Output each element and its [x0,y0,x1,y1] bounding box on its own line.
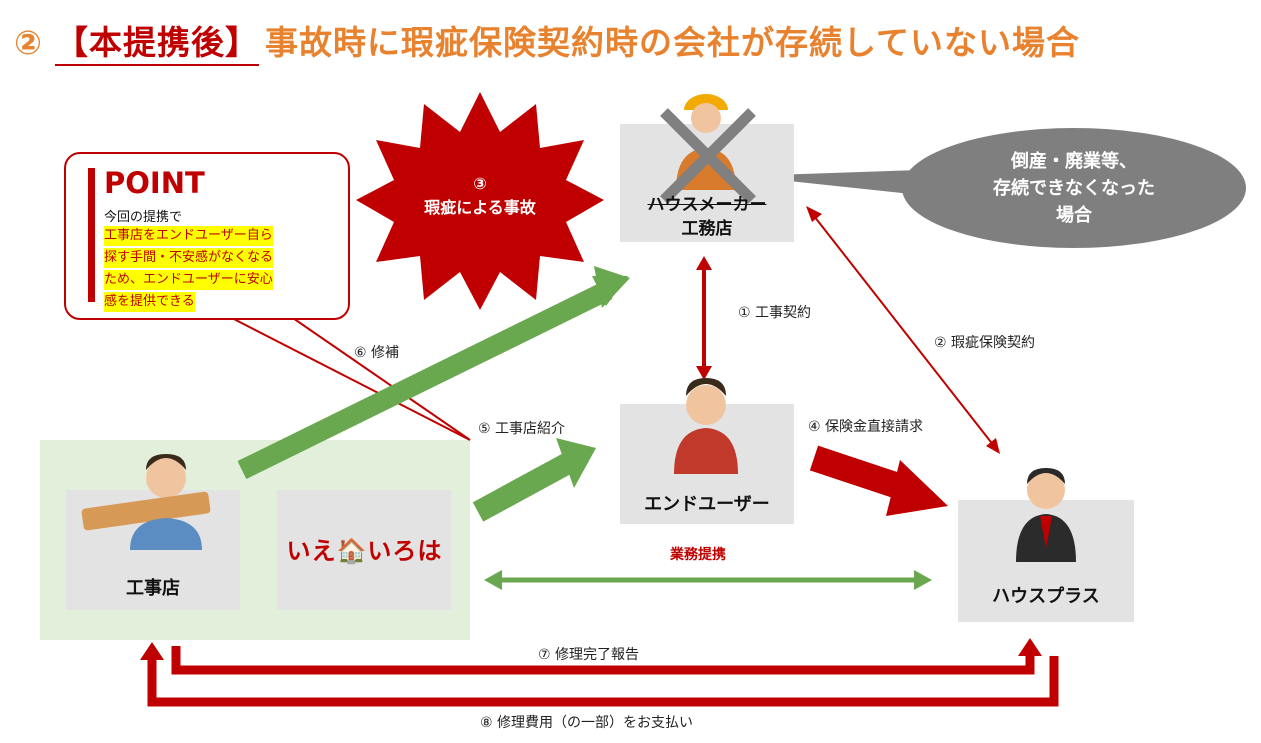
end-user-avatar [674,378,738,474]
house-plus-label: ハウスプラス [992,586,1100,607]
point-line-2: 探す手間・不安感がなくなる [104,248,274,268]
step-4-label: ④ 保険金直接請求 [808,419,924,435]
step-8-label: ⑧ 修理費用（の一部）をお支払い [480,715,694,731]
point-line-3: ため、エンドユーザーに安心 [104,270,273,290]
title-highlight: 【本提携後】 [54,23,259,66]
point-accent-bar [88,168,95,302]
accident-number: ③ [473,174,487,193]
insurance-contract-arrow [813,215,995,447]
step-1-label: ① 工事契約 [738,305,812,321]
contractor-label: 工事店 [126,578,180,599]
page-title: ② 【本提携後】事故時に瑕疵保険契約時の会社が存続していない場合 [14,16,1080,66]
point-intro: 今回の提携で [104,210,183,225]
step-6-label: ⑥ 修補 [354,345,400,361]
title-number: ② [14,23,43,62]
bubble-line-1: 倒産・廃業等、 [1011,151,1137,172]
accident-text: 瑕疵による事故 [424,198,536,217]
point-heading: POINT [104,166,205,200]
step-2-label: ② 瑕疵保険契約 [934,335,1036,351]
house-maker-label: 工務店 [681,219,733,239]
step-7-label: ⑦ 修理完了報告 [538,647,640,663]
contractor-avatar [81,454,211,550]
point-line-4: 感を提供できる [104,292,195,312]
status-bubble [902,128,1246,248]
step-5-label: ⑤ 工事店紹介 [478,421,566,437]
accident-label: ③ 瑕疵による事故 [400,172,560,220]
status-bubble-text: 倒産・廃業等、 存続できなくなった 場合 [926,148,1222,229]
bubble-line-2: 存続できなくなった [993,178,1155,199]
bubble-line-3: 場合 [1056,205,1092,226]
accident-burst [356,92,604,310]
introduction-arrow [472,452,576,522]
completion-report-arrow [171,646,1035,675]
house-maker-struck-label: ハウスメーカー [647,195,767,215]
title-text: 事故時に瑕疵保険契約時の会社が存続していない場合 [264,23,1080,62]
ieiroha-logo: いえ🏠いろは [286,537,443,565]
end-user-label: エンドユーザー [644,494,770,515]
logo-box [277,490,451,610]
partnership-label: 業務提携 [670,547,726,563]
payment-arrow [147,656,1059,707]
house-plus-avatar [1016,468,1076,562]
point-line-1: 工事店をエンドユーザー自ら [104,226,273,246]
